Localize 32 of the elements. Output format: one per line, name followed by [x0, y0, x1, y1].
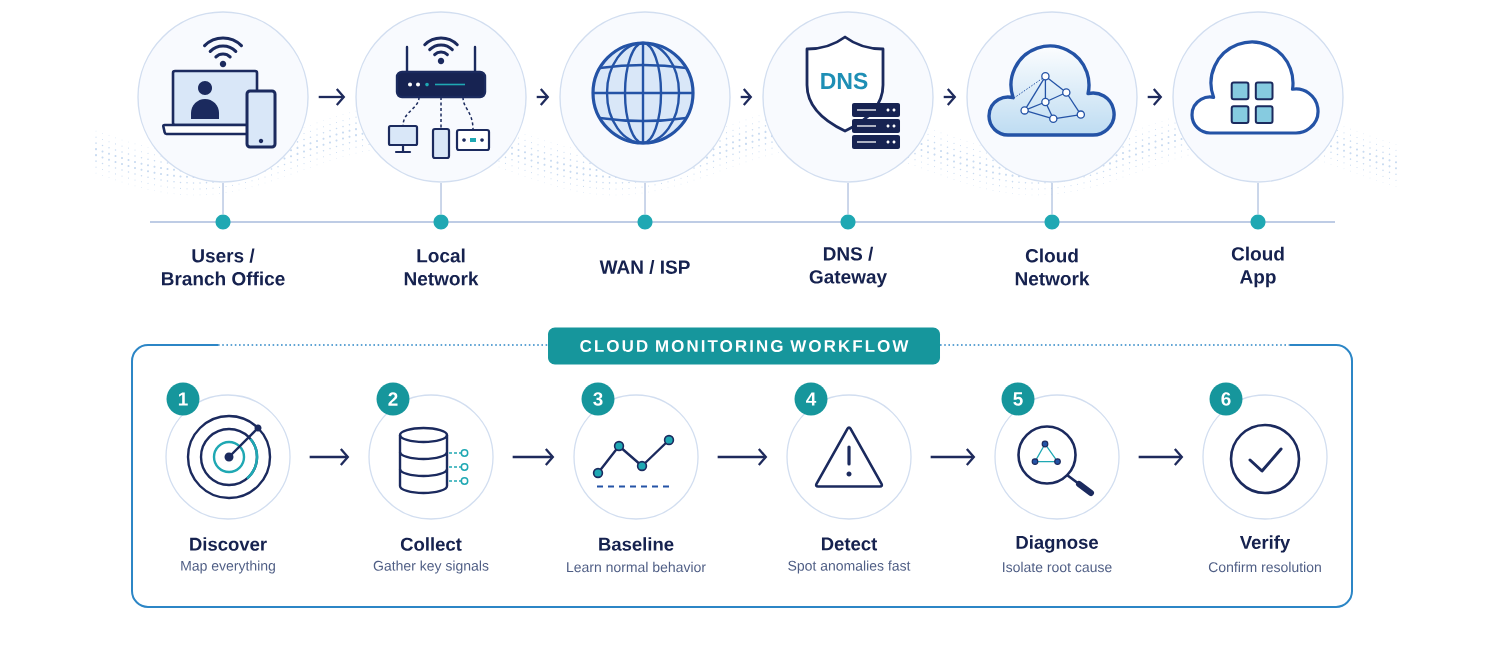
arrow [717, 448, 768, 466]
station-label: DNS / Gateway [809, 246, 887, 288]
number-badge: 4 [794, 382, 828, 416]
step-description: Spot anomalies fast [788, 560, 911, 574]
station-label: Cloud App [1231, 246, 1284, 288]
step-title: Collect [400, 537, 462, 551]
step-description: Gather key signals [373, 560, 489, 574]
station-label: Users / Branch Office [162, 248, 285, 286]
arrow [930, 448, 976, 466]
number-badge: 5 [1001, 382, 1035, 416]
step-title: Detect [821, 537, 878, 551]
step-title: Verify [1239, 535, 1291, 553]
step-description: Learn normal behavior [567, 561, 706, 573]
step-description: Map everything [181, 560, 275, 574]
station-label: Cloud Network [1015, 248, 1090, 286]
title-badge: CLOUD MONITORING WORKFLOW [548, 327, 940, 365]
arrow [318, 88, 346, 106]
number-badge: 1 [166, 382, 200, 416]
station-label: Local Network [404, 248, 479, 286]
arrow [309, 448, 350, 466]
arrow [512, 448, 555, 466]
number-badge: 6 [1209, 382, 1243, 416]
number-badge: 3 [581, 382, 615, 416]
step-title: Diagnose [1016, 535, 1098, 553]
step-title: Baseline [599, 537, 674, 551]
step-description: Confirm resolution [1208, 561, 1321, 573]
number-badge: 2 [376, 382, 410, 416]
station-label: WAN / ISP [599, 259, 690, 275]
step-title: Discover [190, 537, 267, 551]
icon-text: DNS [821, 72, 868, 90]
arrow [1138, 448, 1184, 466]
step-description: Isolate root cause [1003, 561, 1112, 573]
